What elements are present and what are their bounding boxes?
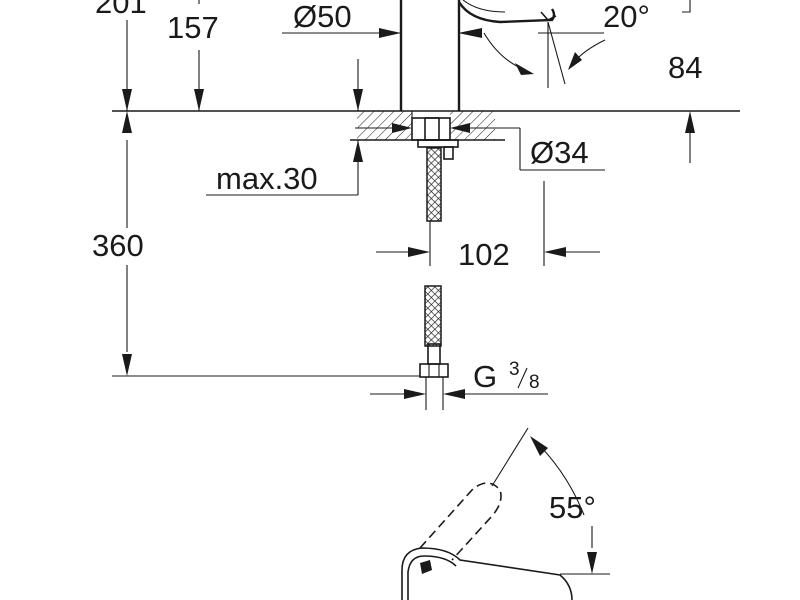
dim-thread-numerator: 3: [509, 359, 520, 380]
dim-201-label: 201: [95, 0, 147, 20]
dim-diameter-34-label: Ø34: [530, 135, 589, 170]
dim-360: 360: [92, 111, 420, 377]
dim-84: 84: [668, 0, 702, 163]
dim-spout-height-arrow: [353, 59, 363, 111]
dim-max-30: max.30: [206, 140, 363, 196]
dim-157-label: 157: [167, 10, 219, 45]
dim-thread-letter: G: [473, 359, 497, 394]
dim-102-label: 102: [458, 237, 510, 272]
supply-hose-top: [426, 147, 442, 222]
mounting-hardware: [411, 117, 459, 378]
dim-angle-20-label: 20°: [603, 0, 650, 34]
faucet-top-view: 55°: [401, 427, 610, 600]
dim-thread-denominator: 8: [529, 372, 540, 393]
dim-102: 102: [376, 181, 600, 272]
countertop-section-left: [357, 111, 412, 140]
dim-thread-g38: G 3 8: [370, 359, 548, 410]
aerator-outline: [540, 11, 557, 21]
faucet-side-view: [399, 0, 557, 111]
dim-360-label: 360: [92, 228, 144, 263]
dim-angle-20: 20°: [458, 0, 650, 88]
lever-indicator: [420, 560, 432, 574]
hose-ferrule: [427, 343, 441, 365]
dim-max-30-label: max.30: [216, 161, 318, 196]
lever-rotated-outline: [419, 482, 502, 561]
mounting-plate: [417, 139, 459, 148]
faucet-top-inner: [407, 555, 457, 600]
countertop-section-right: [450, 111, 495, 140]
mounting-bolt: [443, 146, 454, 160]
faucet-spout: [457, 1, 556, 24]
faucet-top-outline: [401, 547, 573, 600]
mounting-nut: [411, 117, 451, 141]
dim-angle-55-label: 55°: [549, 490, 596, 525]
countertop: [112, 110, 740, 141]
dim-157: 157: [167, 0, 219, 111]
dim-201: 201: [95, 0, 147, 111]
dim-84-label: 84: [668, 50, 702, 85]
dim-diameter-50-label: Ø50: [293, 0, 352, 34]
supply-hose-bottom: [424, 285, 442, 347]
faucet-spout-inner: [462, 0, 506, 13]
dim-diameter-50: Ø50: [282, 0, 401, 38]
dim-diameter-34: Ø34: [355, 111, 605, 171]
mounting-stud: [424, 117, 440, 141]
hose-connector-nut: [419, 363, 449, 378]
